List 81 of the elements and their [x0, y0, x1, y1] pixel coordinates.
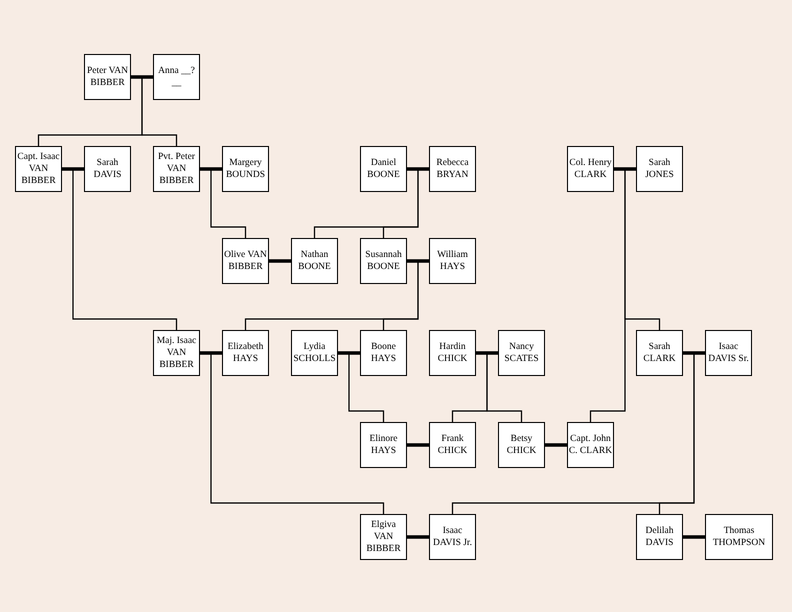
person-name: Capt. John C. CLARK [568, 433, 613, 457]
person-name: Delilah DAVIS [644, 525, 674, 549]
person-box [84, 146, 131, 192]
person-name: Col. Henry CLARK [568, 157, 613, 181]
person-name: Boone HAYS [370, 341, 397, 365]
person-name: Elinore HAYS [368, 433, 398, 457]
person-box [636, 514, 683, 560]
person-box [636, 330, 683, 376]
person-box [429, 238, 476, 284]
descent-line [658, 353, 695, 514]
person-name: Margery BOUNDS [224, 157, 266, 181]
person-name: Anna __?__ [157, 65, 196, 89]
person-name: Elizabeth HAYS [226, 341, 264, 365]
person-box [429, 422, 476, 468]
person-box [705, 514, 773, 560]
person-name: Sarah CLARK [642, 341, 677, 365]
marriage-line [269, 259, 291, 263]
descent-line [210, 169, 246, 238]
marriage-line [407, 443, 429, 447]
person-box [498, 422, 545, 468]
person-box [84, 54, 131, 100]
person-name: Hardin CHICK [436, 341, 468, 365]
person-name: Sarah DAVIS [92, 157, 122, 181]
person-box [567, 146, 614, 192]
marriage-line [131, 75, 153, 79]
marriage-line [62, 167, 84, 171]
marriage-line [683, 535, 705, 539]
person-box [636, 146, 683, 192]
person-name: Frank CHICK [436, 433, 468, 457]
person-name: Elgiva VAN BIBBER [365, 519, 402, 555]
marriage-line [200, 167, 222, 171]
person-name: Nancy SCATES [503, 341, 540, 365]
person-box [222, 330, 269, 376]
descent-line [72, 169, 178, 330]
person-box [567, 422, 614, 468]
person-name: Peter VAN BIBBER [86, 65, 130, 89]
person-name: William HAYS [436, 249, 469, 273]
person-box [360, 146, 407, 192]
person-name: Capt. Isaac VAN BIBBER [16, 151, 61, 187]
descent-line [210, 353, 384, 514]
marriage-line [407, 535, 429, 539]
person-name: Pvt. Peter VAN BIBBER [157, 151, 196, 187]
marriage-line [476, 351, 498, 355]
descent-line [382, 169, 419, 238]
person-box [705, 330, 752, 376]
person-name: Betsy CHICK [506, 433, 538, 457]
descent-line [382, 261, 419, 330]
descent-line [348, 353, 384, 422]
person-box [498, 330, 545, 376]
descent-line [590, 169, 626, 422]
person-box [360, 238, 407, 284]
marriage-line [338, 351, 360, 355]
person-name: Lydia SCHOLLS [292, 341, 337, 365]
marriage-line [545, 443, 567, 447]
person-box [222, 238, 269, 284]
marriage-line [683, 351, 705, 355]
person-name: Susannah BOONE [364, 249, 403, 273]
person-name: Sarah JONES [644, 157, 675, 181]
person-name: Isaac DAVIS Jr. [432, 525, 473, 549]
person-box [360, 330, 407, 376]
person-name: Isaac DAVIS Sr. [707, 341, 750, 365]
marriage-line [407, 167, 429, 171]
person-name: Rebecca BRYAN [435, 157, 470, 181]
marriage-line [200, 351, 222, 355]
marriage-line [614, 167, 636, 171]
person-box [291, 238, 338, 284]
descent-line [486, 353, 522, 422]
person-name: Maj. Isaac VAN BIBBER [156, 335, 198, 371]
person-name: Olive VAN BIBBER [223, 249, 268, 273]
person-box [153, 54, 200, 100]
descent-line [141, 77, 178, 146]
marriage-line [407, 259, 429, 263]
person-name: Thomas THOMPSON [712, 525, 766, 549]
person-box [429, 146, 476, 192]
person-box [291, 330, 338, 376]
person-box [429, 330, 476, 376]
person-box [222, 146, 269, 192]
person-box [429, 514, 476, 560]
person-box [360, 422, 407, 468]
person-name: Daniel BOONE [366, 157, 401, 181]
person-name: Nathan BOONE [297, 249, 332, 273]
